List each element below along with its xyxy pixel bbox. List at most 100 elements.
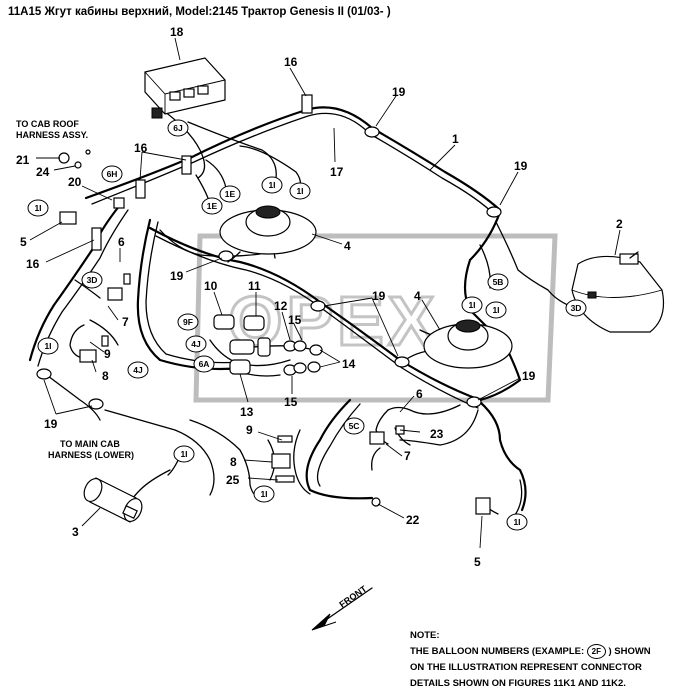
callout-19: 19 — [372, 289, 386, 303]
balloon-1I: 1I — [461, 296, 483, 314]
connector-parts — [283, 340, 323, 376]
svg-text:6H: 6H — [107, 169, 118, 179]
svg-text:1I: 1I — [260, 489, 267, 499]
note-heading: NOTE: — [410, 630, 440, 641]
balloon-5B: 3D — [565, 299, 587, 317]
svg-text:5B: 5B — [493, 277, 504, 287]
callout-4: 4 — [344, 239, 351, 253]
svg-text:1I: 1I — [180, 449, 187, 459]
speaker-right — [423, 319, 513, 369]
balloon-3D: 5C — [343, 417, 365, 435]
svg-text:1I: 1I — [268, 180, 275, 190]
front-arrow: FRONT — [311, 583, 373, 631]
svg-text:3D: 3D — [87, 275, 98, 285]
callout-12: 12 — [274, 299, 288, 313]
callout-17: 17 — [330, 165, 344, 179]
callout-19: 19 — [514, 159, 528, 173]
balloon-6J: 6J — [167, 119, 189, 137]
page-title: 11A15 Жгут кабины верхний, Model:2145 Тр… — [8, 6, 391, 18]
callout-19: 19 — [44, 417, 58, 431]
callout-9: 9 — [246, 423, 253, 437]
callout-6: 6 — [118, 235, 125, 249]
svg-text:1E: 1E — [225, 189, 236, 199]
svg-text:3D: 3D — [571, 303, 582, 313]
balloon-3D: 3D — [81, 271, 103, 289]
buzzer-cylinder — [83, 477, 143, 523]
balloon-1I: 1I — [485, 301, 507, 319]
callout-8: 8 — [102, 369, 109, 383]
callout-6: 6 — [416, 387, 423, 401]
svg-text:6A: 6A — [199, 359, 210, 369]
svg-text:1I: 1I — [296, 186, 303, 196]
main-harness-label-line1: TO MAIN CAB — [60, 439, 120, 449]
callout-4: 4 — [414, 289, 421, 303]
callout-23: 23 — [430, 427, 444, 441]
callout-9: 9 — [104, 347, 111, 361]
callout-8: 8 — [230, 455, 237, 469]
modules — [58, 149, 405, 507]
balloon-1I: 1I — [37, 337, 59, 355]
callout-16: 16 — [26, 257, 40, 271]
callout-20: 20 — [68, 175, 82, 189]
svg-text:1I: 1I — [492, 305, 499, 315]
harness-clamps — [36, 126, 502, 410]
callout-1: 1 — [452, 132, 459, 146]
balloon-1I: 1I — [27, 199, 49, 217]
note-line1: THE BALLOON NUMBERS (EXAMPLE: 2F ) SHOWN — [410, 644, 672, 660]
harness-brackets — [91, 94, 313, 251]
callout-25: 25 — [226, 473, 240, 487]
switches — [213, 314, 271, 375]
svg-text:9F: 9F — [183, 317, 193, 327]
roof-harness-label-line1: TO CAB ROOF — [16, 119, 79, 129]
balloon-1I: 1I — [253, 485, 275, 503]
callout-5: 5 — [20, 235, 27, 249]
roof-harness-label-line2: HARNESS ASSY. — [16, 130, 88, 140]
callout-2: 2 — [616, 217, 623, 231]
svg-text:1I: 1I — [34, 203, 41, 213]
note-example-balloon: 2F — [586, 644, 606, 659]
balloon-5C: 1I — [173, 445, 195, 463]
destination-labels: TO CAB ROOF HARNESS ASSY. TO MAIN CAB HA… — [16, 119, 134, 460]
dome-light — [571, 251, 665, 333]
balloon-1E: 1E — [201, 197, 223, 215]
balloon-1I-right: 1I — [506, 513, 528, 531]
svg-text:4J: 4J — [191, 339, 201, 349]
balloon-9F: 9F — [177, 313, 199, 331]
radio-unit — [144, 57, 226, 119]
balloon-6A: 6A — [193, 355, 215, 373]
callout-24: 24 — [36, 165, 50, 179]
note-line2: ON THE ILLUSTRATION REPRESENT CONNECTOR — [410, 662, 642, 674]
callout-numbers: 18 16 19 1 16 17 21 24 20 19 2 5 6 4 16 … — [16, 25, 623, 569]
callout-13: 13 — [240, 405, 254, 419]
callout-16: 16 — [284, 55, 298, 69]
balloon-1I: 1I — [261, 176, 283, 194]
callout-19: 19 — [170, 269, 184, 283]
front-label: FRONT — [337, 583, 369, 609]
svg-text:1E: 1E — [207, 201, 218, 211]
callout-11: 11 — [248, 279, 261, 293]
svg-text:6J: 6J — [173, 123, 183, 133]
callout-21: 21 — [16, 153, 30, 167]
balloon-4J: 4J — [185, 335, 207, 353]
svg-text:1I: 1I — [468, 300, 475, 310]
svg-text:1I: 1I — [44, 341, 51, 351]
main-harness-label-line2: HARNESS (LOWER) — [48, 450, 134, 460]
callout-19: 19 — [392, 85, 406, 99]
svg-text:1I: 1I — [513, 517, 520, 527]
leader-lines — [29, 37, 621, 549]
balloon-4J: 4J — [127, 361, 149, 379]
callout-7: 7 — [122, 315, 129, 329]
speaker-left — [219, 205, 317, 255]
callout-22: 22 — [406, 513, 420, 527]
callout-19: 19 — [522, 369, 536, 383]
connector-balloons: 6J 1E 1E 1I 1I 6H 1I 3D 9F 4J 6A 4J 1I 1… — [27, 119, 587, 503]
end-connectors — [59, 197, 491, 515]
callout-10: 10 — [204, 279, 218, 293]
callout-16: 16 — [134, 141, 148, 155]
balloon-1E: 1E — [219, 185, 241, 203]
callout-5: 5 — [474, 555, 481, 569]
balloon-1I: 1I — [289, 182, 311, 200]
callout-3: 3 — [72, 525, 79, 539]
note-box: NOTE: THE BALLOON NUMBERS (EXAMPLE: 2F )… — [410, 628, 672, 692]
